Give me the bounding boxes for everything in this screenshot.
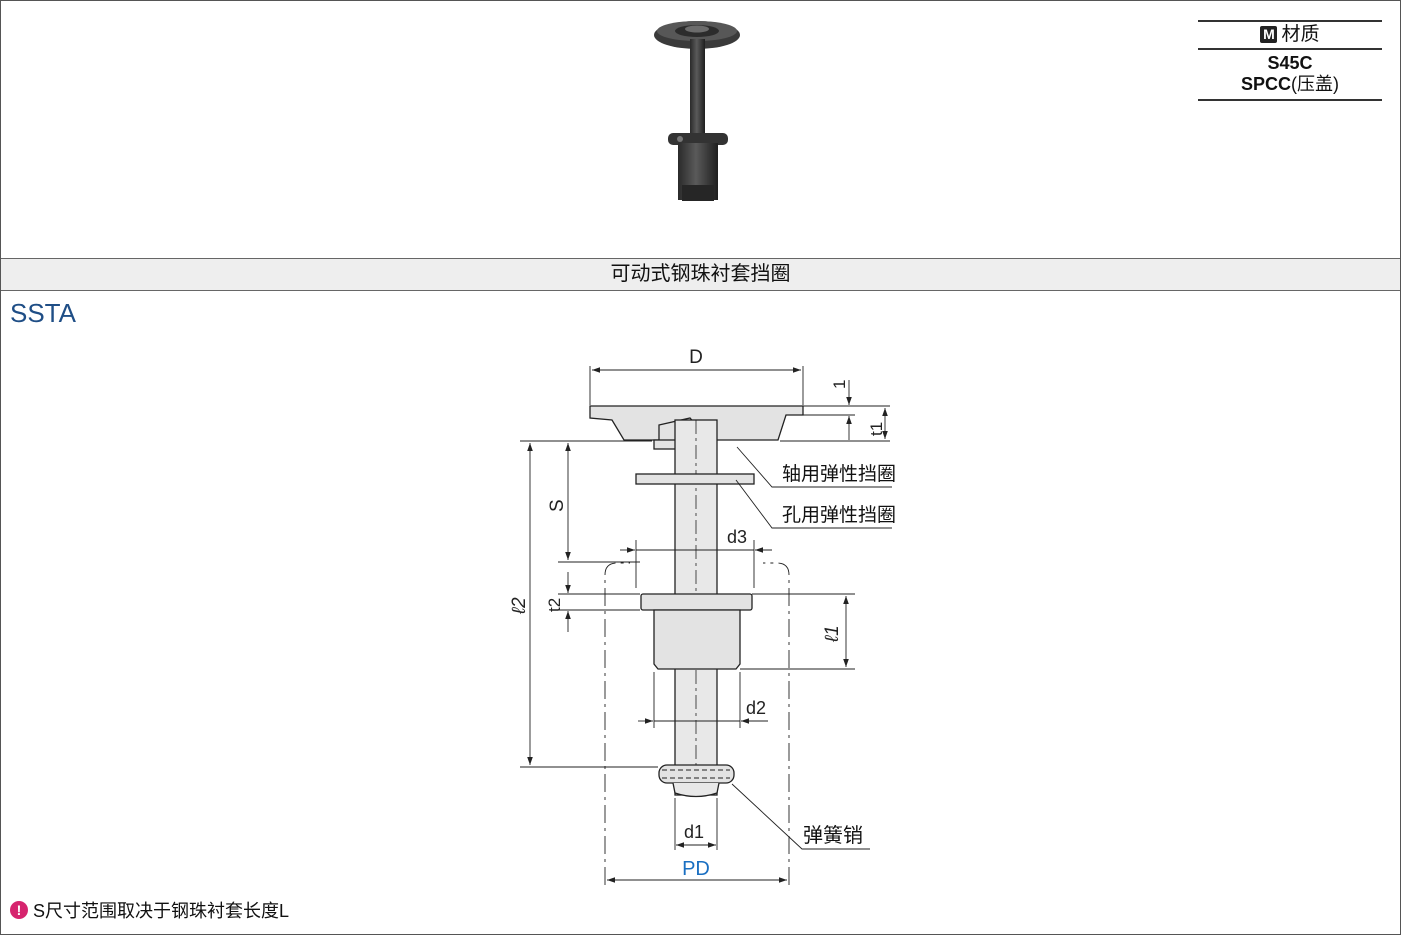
label-S: S (547, 499, 568, 512)
bushing-flange (640, 593, 753, 611)
hole-retaining-ring (635, 473, 755, 485)
label-1: 1 (830, 380, 849, 389)
leader-hole-ring (735, 479, 892, 529)
label-l2: ℓ2 (509, 597, 530, 615)
alert-icon: ! (10, 901, 28, 919)
material-value-2-note: (压盖) (1291, 74, 1339, 94)
material-values: S45C SPCC(压盖) (1198, 50, 1382, 101)
model-code: SSTA (10, 298, 76, 328)
material-value-2: SPCC (1240, 74, 1291, 94)
material-badge-icon: M (1260, 26, 1278, 43)
label-d1: d1 (684, 822, 704, 842)
product-photo (654, 21, 740, 201)
leader-shaft-ring (736, 446, 892, 488)
label-spring-pin: 弹簧销 (803, 824, 863, 847)
label-D: D (689, 347, 703, 368)
spring-pin (658, 764, 735, 784)
label-shaft-retaining-ring: 轴用弹性挡圈 (782, 463, 896, 485)
material-header-label: 材质 (1281, 24, 1320, 45)
footnote-text: S尺寸范围取决于钢珠衬套长度L (33, 901, 290, 921)
leader-spring-pin (731, 783, 870, 850)
label-hole-retaining-ring: 孔用弹性挡圈 (782, 504, 896, 526)
label-l1: ℓ1 (822, 625, 843, 643)
section-title: 可动式钢珠衬套挡圈 (1, 258, 1400, 291)
material-value-1: S45C (1267, 53, 1313, 73)
label-PD: PD (682, 858, 710, 880)
label-t2: t2 (545, 598, 564, 612)
bushing-body (653, 609, 741, 670)
technical-drawing: D 1 t1 S ℓ2 t2 d3 ℓ1 d2 d1 PD 轴用弹性挡圈 孔用弹… (509, 347, 896, 885)
label-d2: d2 (746, 698, 766, 718)
label-t1: t1 (867, 422, 886, 436)
footnote: ! S尺寸范围取决于钢珠衬套长度L (10, 897, 289, 923)
label-d3: d3 (727, 527, 747, 547)
